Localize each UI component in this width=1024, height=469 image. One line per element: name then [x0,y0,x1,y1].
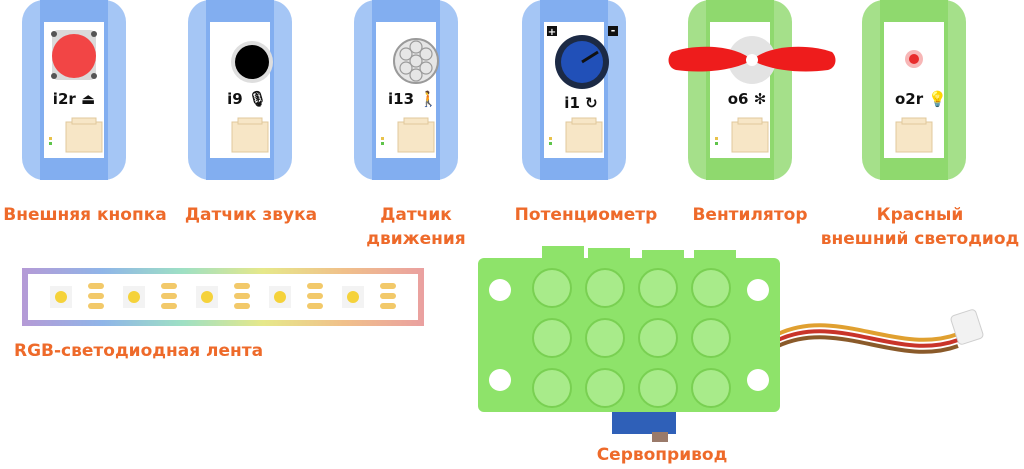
connector-icon [49,117,103,153]
servo-stud [585,268,625,308]
minus-mark: - [611,24,616,37]
module-fan: o6 ✻ [688,0,792,180]
button-cap-icon [51,30,97,80]
label-rgb-strip: RGB-светодиодная лента [14,341,264,361]
servo-stud [532,268,572,308]
lightbulb-icon: 💡 [928,90,948,108]
strip-pad [380,303,396,309]
label-potentiometer: Потенциометр [514,205,658,225]
module-sound-sensor: i9 🎙 [188,0,292,180]
connector-icon [231,117,269,153]
connector-icon [715,117,769,153]
strip-pad [88,283,104,289]
rgb-led-strip [22,268,424,326]
module-motion-sensor: i13 🚶 [354,0,458,180]
motion-person-icon: 🚶 [419,90,438,108]
label-red-led: Красный внешний светодиод [820,205,1020,249]
servo-stud [691,268,731,308]
label-external-button: Внешняя кнопка [3,205,167,225]
strip-led-light [128,291,140,303]
module-code: o2r 💡 [894,90,948,108]
module-red-led: o2r 💡 [862,0,966,180]
label-servo: Сервопривод [596,445,728,465]
module-external-button: i2r ⏏ [22,0,126,180]
strip-led-light [201,291,213,303]
module-code: i9 🎙 [227,90,267,108]
microphone-icon: 🎙 [247,90,267,108]
strip-pad [161,283,177,289]
knob-icon: + - [547,24,618,89]
connector-icon [895,117,933,153]
servo-stud [585,368,625,408]
strip-pad [307,283,323,289]
rotate-icon: ↻ [585,94,598,112]
strip-pad [234,283,250,289]
connector-icon [549,117,603,153]
servo-stud [691,318,731,358]
strip-pad [161,303,177,309]
module-code: i1 ↻ [564,94,598,112]
strip-pad [380,283,396,289]
servo-stud [532,318,572,358]
servo-stud [532,368,572,408]
servo-stud [638,368,678,408]
strip-pad [380,293,396,299]
strip-pad [88,303,104,309]
module-code: o6 ✻ [727,90,767,108]
servo-stud [638,318,678,358]
label-fan: Вентилятор [692,205,808,225]
connector-icon [381,117,435,153]
servo-stud [691,368,731,408]
strip-pad [161,293,177,299]
strip-pad [307,303,323,309]
fan-propeller-icon [668,36,836,84]
microphone-sensor-icon [231,41,273,83]
label-sound-sensor: Датчик звука [184,205,318,225]
strip-led-light [274,291,286,303]
strip-led-light [55,291,67,303]
plus-mark: + [548,27,556,38]
module-potentiometer: + - i1 ↻ [522,0,626,180]
module-code: i13 🚶 [388,90,438,108]
pir-lens-icon [393,38,439,84]
servo-stud [638,268,678,308]
strip-pad [88,293,104,299]
joystick-button-icon: ⏏ [81,90,96,108]
strip-led-light [347,291,359,303]
strip-pad [234,293,250,299]
led-icon [905,50,923,68]
fan-icon: ✻ [753,90,767,108]
strip-pad [307,293,323,299]
label-motion-sensor: Датчик движения [366,205,466,249]
servo-motor [478,246,984,442]
strip-pad [234,303,250,309]
module-code: i2r ⏏ [52,90,96,108]
servo-stud [585,318,625,358]
